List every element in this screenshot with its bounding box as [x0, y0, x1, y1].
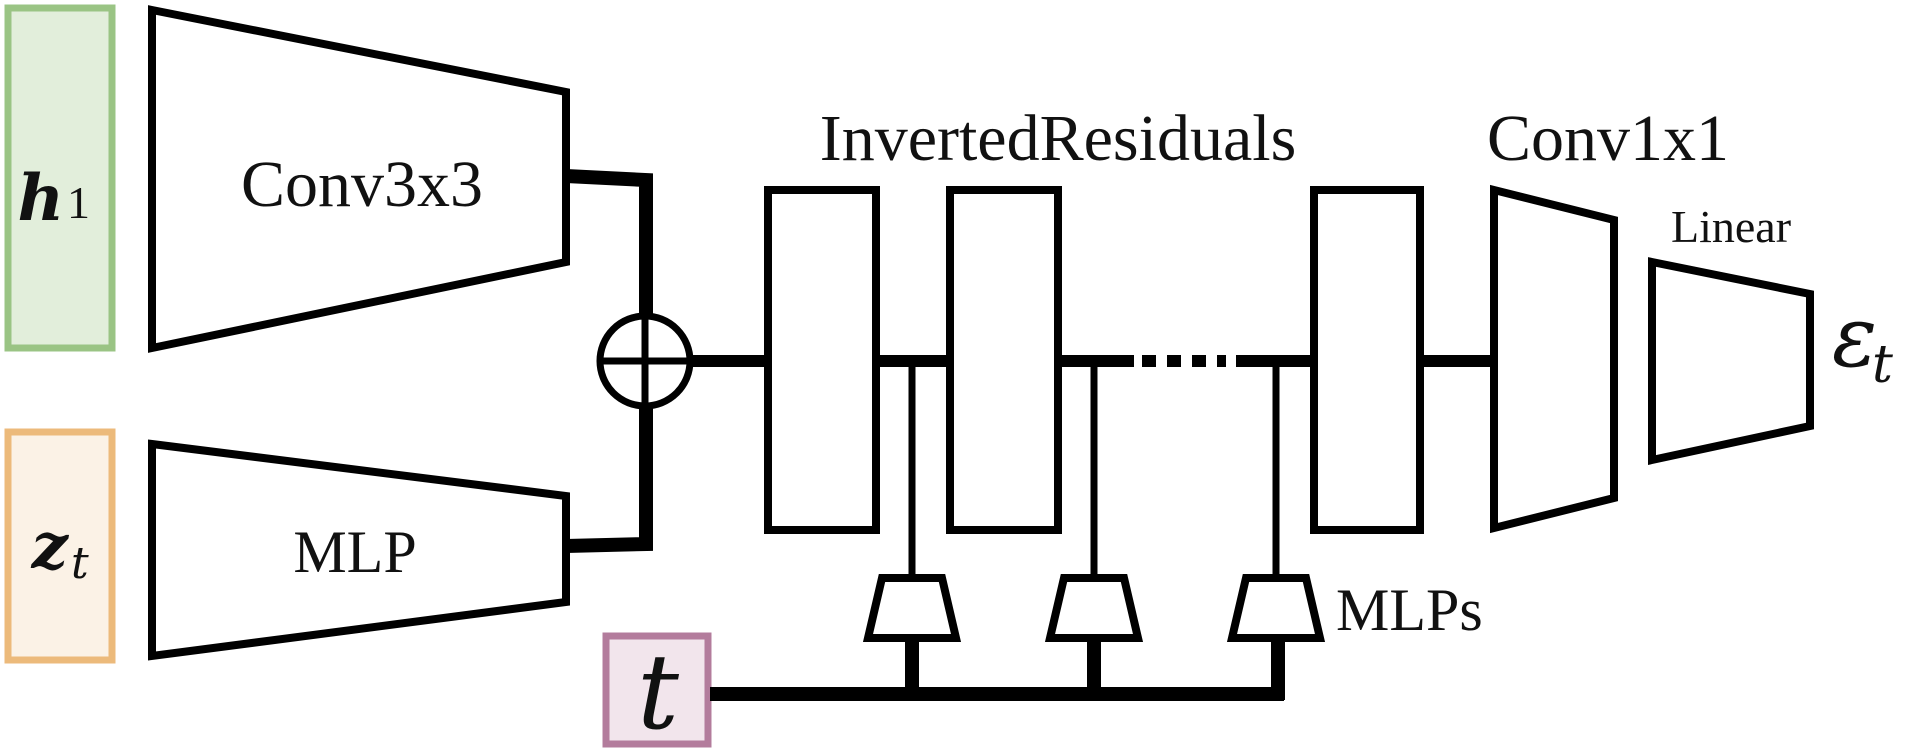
t-input-box	[602, 632, 712, 748]
h1-input-box	[4, 4, 116, 352]
time-mlp-1	[862, 574, 962, 642]
zt-input-subscript: t	[71, 538, 89, 589]
epsilon-output-subscript: t	[1872, 335, 1893, 395]
h1-input-label: h	[17, 161, 64, 236]
circled-plus-icon	[596, 312, 694, 410]
time-mlp-3	[1226, 574, 1326, 642]
mlp-trapezoid	[148, 439, 570, 661]
conv3x3-trapezoid	[148, 5, 570, 353]
zt-input-box	[4, 428, 116, 664]
linear-trapezoid	[1648, 257, 1814, 465]
inverted-residual-block-2	[946, 186, 1062, 534]
conv1x1-trapezoid	[1490, 184, 1618, 534]
mlps-label: MLPs	[1336, 577, 1483, 643]
inverted-residuals-label: InvertedResiduals	[820, 102, 1297, 175]
zt-input-label: z	[31, 509, 70, 584]
mlp-label: MLP	[293, 519, 416, 585]
time-mlp-2	[1044, 574, 1144, 642]
h1-input-subscript: 1	[67, 177, 90, 228]
conv3x3-to-sum-wire	[565, 169, 653, 318]
t-input-label: t	[637, 631, 679, 753]
inverted-residual-block-3	[1310, 186, 1424, 534]
inverted-residual-block-1	[764, 186, 880, 534]
epsilon-output-label: ε	[1832, 288, 1877, 386]
conv1x1-label: Conv1x1	[1487, 102, 1729, 175]
linear-label: Linear	[1671, 201, 1791, 252]
conv3x3-label: Conv3x3	[241, 148, 483, 221]
mlp-to-sum-wire	[565, 404, 653, 553]
